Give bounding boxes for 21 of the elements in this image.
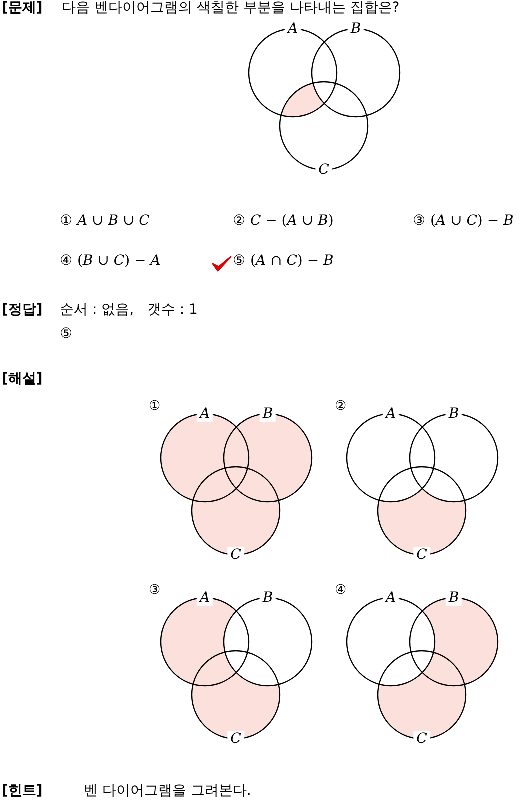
panel-number: ③ bbox=[149, 584, 161, 599]
panel-number: ① bbox=[149, 400, 161, 415]
question-text: 다음 벤다이어그램의 색칠한 부분을 나타내는 집합은? bbox=[62, 0, 400, 16]
set-label: A bbox=[196, 590, 214, 606]
answer-choice: ③ (A ∪ C) − B bbox=[413, 213, 514, 230]
set-label: B bbox=[260, 406, 276, 422]
answer-choice: ④ (B ∪ C) − A bbox=[60, 253, 161, 270]
panel-number: ② bbox=[335, 400, 347, 415]
answer-text: 순서 : 없음, 갯수 : 1 bbox=[60, 302, 198, 318]
answer-choice: ① A ∪ B ∪ C bbox=[60, 213, 150, 230]
hint-text: 벤 다이어그램을 그려본다. bbox=[84, 783, 252, 800]
answer-choice: ② C − (A ∪ B) bbox=[233, 213, 334, 230]
panel-number: ④ bbox=[335, 584, 347, 599]
answer-choice: ⑤ (A ∩ C) − B bbox=[233, 253, 334, 270]
section-heading: [문제] bbox=[2, 0, 43, 16]
section-heading: [해설] bbox=[2, 371, 43, 388]
section-heading: [정답] bbox=[2, 302, 43, 318]
set-label: A bbox=[196, 406, 214, 422]
section-heading: [힌트] bbox=[2, 783, 43, 800]
set-label: B bbox=[446, 590, 462, 606]
answer-number: ⑤ bbox=[60, 326, 73, 342]
